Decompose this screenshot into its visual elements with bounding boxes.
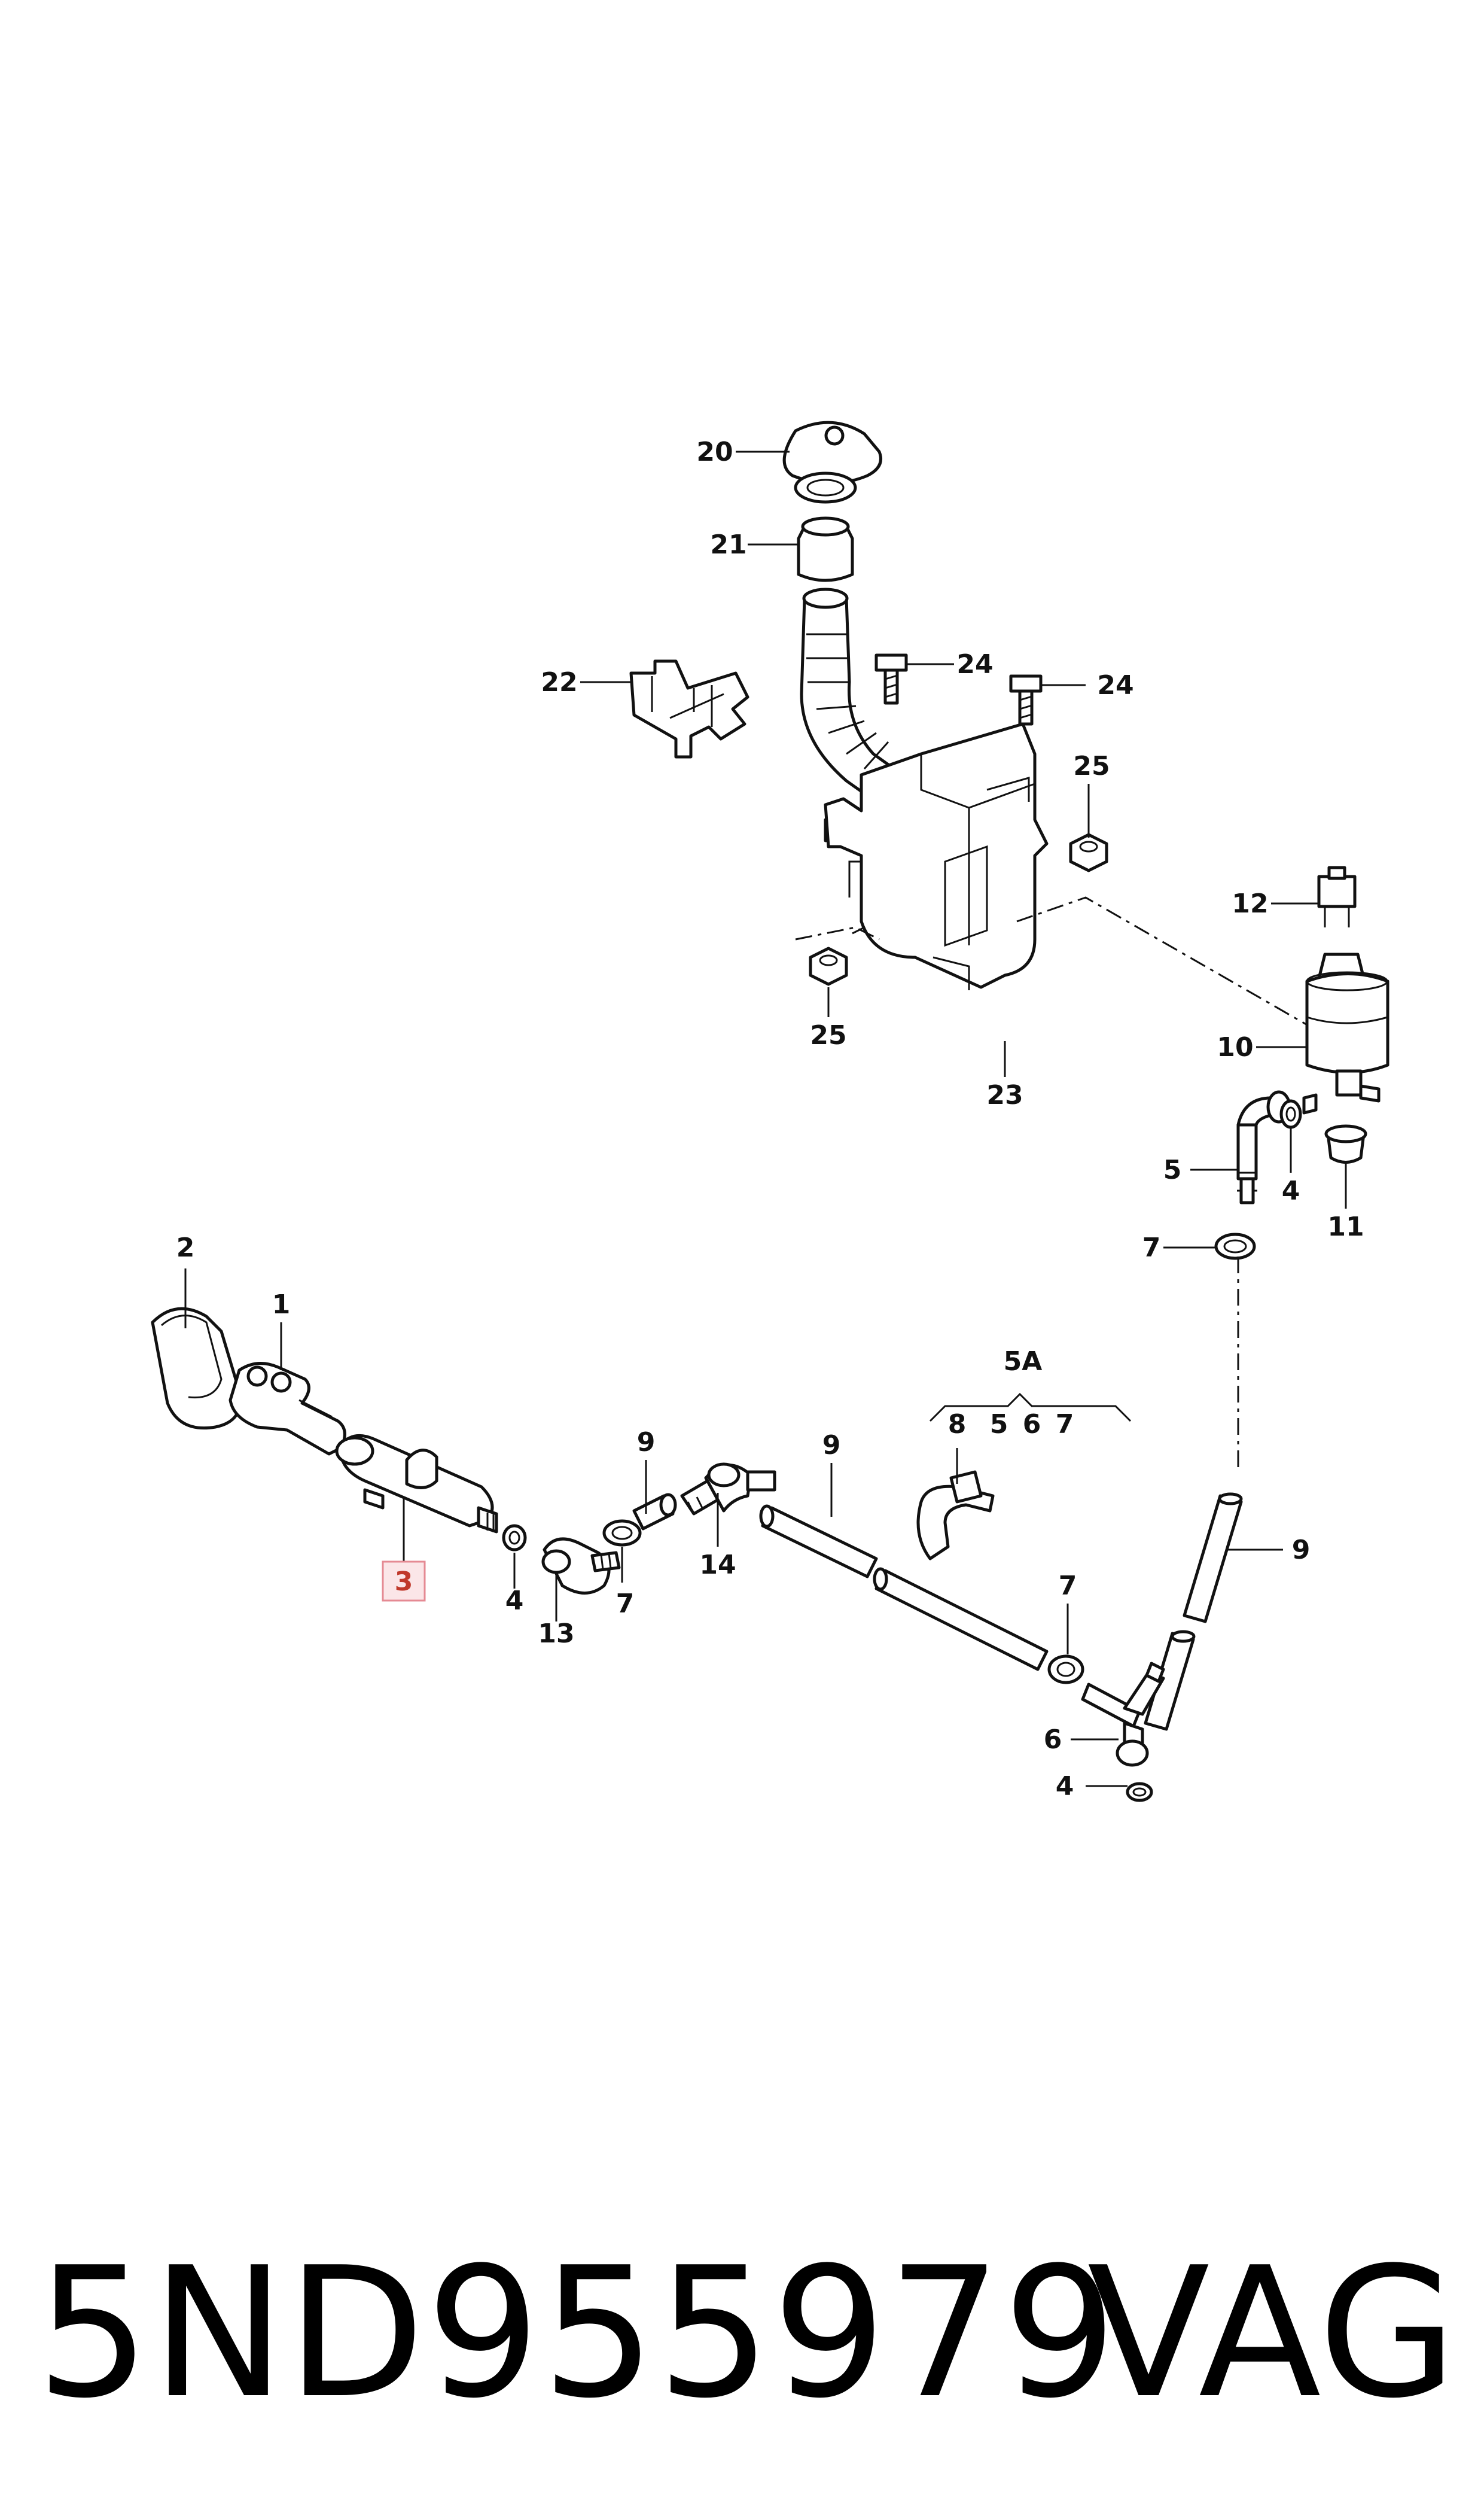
callout-4-bottom: 4	[1056, 1771, 1074, 1802]
brand-name: VAG	[1087, 2229, 1457, 2438]
callout-22: 22	[541, 667, 577, 698]
nut-right	[1069, 833, 1108, 872]
nozzle-bracket	[228, 1362, 346, 1456]
callout-21: 21	[710, 530, 746, 560]
hose-holder-8	[916, 1470, 995, 1560]
bolt-left	[874, 653, 908, 705]
callout-8: 8	[948, 1409, 967, 1440]
callout-2: 2	[176, 1233, 195, 1263]
callout-25-right: 25	[1073, 751, 1110, 781]
hose-clamp-7-right	[1214, 1233, 1256, 1260]
group-bracket-5A	[929, 1392, 1132, 1422]
part-number: 5ND955979	[36, 2229, 1119, 2438]
reservoir	[824, 722, 1049, 990]
callout-12: 12	[1232, 889, 1268, 919]
callout-5-group: 5	[990, 1409, 1008, 1440]
washer-pump	[1302, 953, 1389, 1115]
centerline-reservoir-pump	[1016, 896, 1325, 1036]
callout-10: 10	[1217, 1032, 1253, 1063]
highlighted-callout-box	[382, 1560, 426, 1602]
hose-clamp-7-lower	[1047, 1654, 1084, 1684]
pump-grommet	[1324, 1124, 1367, 1164]
hose-9-right	[1144, 1492, 1243, 1731]
callout-13: 13	[538, 1619, 574, 1649]
elbow-13	[541, 1537, 621, 1595]
bolt-right	[1009, 674, 1043, 726]
callout-7-group: 7	[1056, 1409, 1074, 1440]
callout-5: 5	[1163, 1155, 1182, 1185]
callout-5A: 5A	[1004, 1346, 1043, 1377]
hose-clamp-7-mid	[602, 1519, 642, 1547]
callout-1: 1	[272, 1289, 291, 1320]
o-ring-4-bottom	[1126, 1782, 1153, 1802]
o-ring-4-upper	[1279, 1099, 1302, 1129]
callout-3-highlighted: 3	[395, 1566, 413, 1597]
cover-cap	[151, 1307, 242, 1430]
hose-9-long-b	[873, 1567, 1049, 1671]
callout-7-mid: 7	[616, 1589, 635, 1619]
parts-diagram: 20 21 22 24 24 25 25 23 12 10 5 4 11 7 2…	[151, 421, 1389, 1802]
leader-lines	[184, 451, 1347, 1787]
callout-11: 11	[1327, 1212, 1364, 1242]
headlamp-washer-nozzle	[335, 1434, 498, 1534]
callout-6-group: 6	[1023, 1409, 1041, 1440]
hose-9-short	[632, 1493, 677, 1531]
callout-23: 23	[986, 1080, 1023, 1111]
callout-9-short: 9	[637, 1427, 656, 1458]
filler-cap	[782, 421, 882, 504]
callout-14: 14	[699, 1550, 736, 1580]
bracket	[629, 659, 749, 759]
hose-9-long-a	[759, 1504, 878, 1578]
callout-7-right: 7	[1142, 1233, 1161, 1263]
elbow-14	[680, 1462, 776, 1516]
callout-9-long: 9	[822, 1430, 841, 1461]
pump-connector	[1317, 866, 1357, 927]
callout-20: 20	[696, 437, 733, 467]
callout-24-right: 24	[1097, 670, 1133, 701]
t-piece-6	[1081, 1662, 1165, 1767]
footer: 5ND955979 VAG	[0, 2214, 1484, 2453]
callout-24-left: 24	[956, 649, 993, 680]
callout-4-upper: 4	[1282, 1176, 1300, 1206]
callout-25-left: 25	[810, 1020, 846, 1051]
centerline-nut-left	[795, 926, 880, 941]
callout-9-right: 9	[1292, 1535, 1311, 1565]
callout-4-left: 4	[505, 1586, 524, 1616]
callout-7-lower: 7	[1059, 1571, 1077, 1601]
o-ring-4-left	[502, 1524, 527, 1551]
filler-neck-adapter	[797, 516, 854, 582]
callout-6: 6	[1044, 1724, 1062, 1755]
nut-left	[809, 947, 848, 986]
callout-labels: 20 21 22 24 24 25 25 23 12 10 5 4 11 7 2…	[176, 437, 1364, 1802]
